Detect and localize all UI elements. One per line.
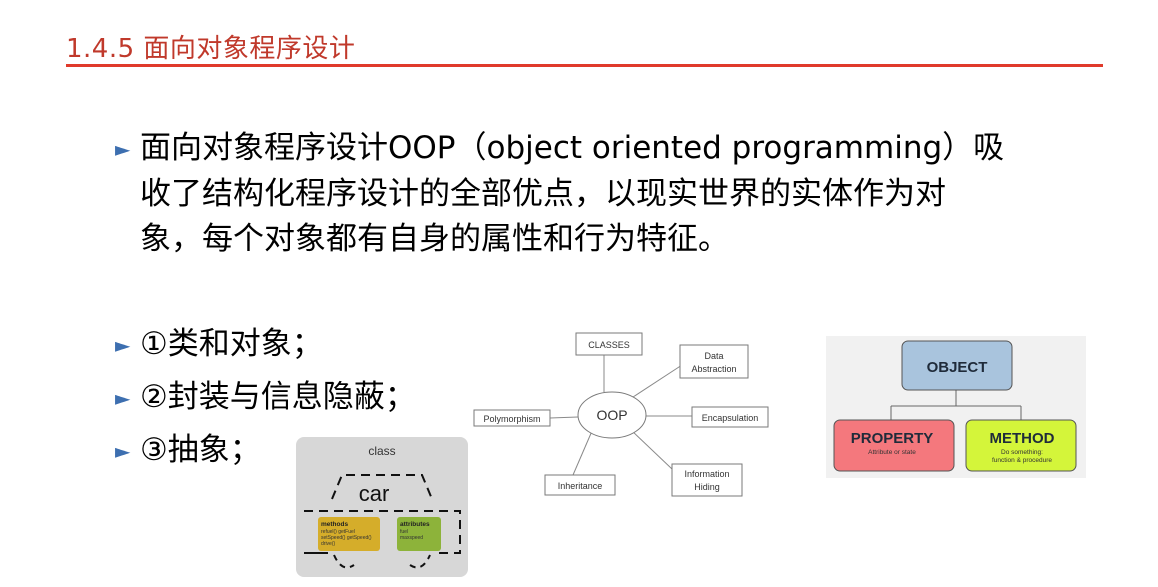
method-node-sub-2: function & procedure [992, 457, 1052, 464]
bullet-triangle-icon: ► [115, 137, 131, 161]
car-wheel-outline [333, 554, 431, 569]
edge-polymorphism [549, 416, 579, 419]
concept-list: ► ①类和对象； ► ②封装与信息隐蔽； ► ③抽象； [115, 318, 416, 477]
node-info-label-2: Hiding [694, 482, 720, 492]
methods-box [318, 517, 380, 551]
methods-line-1: refuel() getFuel [321, 529, 355, 535]
object-node [901, 340, 1013, 391]
intro-paragraph: ► 面向对象程序设计OOP（object oriented programming… [115, 126, 1115, 262]
list-item-label: ③抽象； [140, 432, 261, 468]
property-node-sub: Attribute or state [868, 449, 916, 456]
node-inheritance-label: Inheritance [558, 481, 603, 491]
car-body-outline [304, 510, 461, 554]
car-roof-outline [331, 474, 433, 500]
method-node-label: METHOD [990, 430, 1055, 447]
edge-inheritance [572, 430, 593, 476]
object-diagram: OBJECT PROPERTY Attribute or state METHO… [826, 336, 1086, 478]
object-diagram-figure: OBJECT PROPERTY Attribute or state METHO… [833, 340, 1077, 472]
oop-nodes [473, 332, 769, 497]
attributes-line-1: fuel [400, 529, 408, 535]
car-class-figure: class car methods refuel() getFuel setSp… [304, 444, 461, 569]
node-inheritance-box [544, 474, 616, 496]
property-node [833, 419, 955, 472]
node-data-abstraction-box [679, 344, 749, 379]
node-classes-box [575, 332, 643, 356]
methods-line-3: drive() [321, 541, 336, 547]
oop-concept-map: CLASSES Data Abstraction Polymorphism En… [473, 332, 769, 497]
methods-title: methods [321, 521, 348, 528]
attributes-line-2: maxspeed [400, 535, 423, 541]
list-item: ► ①类和对象； [115, 318, 416, 371]
node-data-label-1: Data [704, 351, 723, 361]
list-item-label: ②封装与信息隐蔽； [140, 379, 416, 415]
node-info-label-1: Information [684, 469, 729, 479]
list-item-label: ①类和对象； [140, 326, 323, 362]
intro-line-1: ► 面向对象程序设计OOP（object oriented programming… [115, 126, 1115, 172]
methods-line-2: setSpeed() getSpeed() [321, 535, 372, 541]
node-polymorphism-box [473, 409, 551, 427]
node-polymorphism-label: Polymorphism [483, 414, 540, 424]
intro-line-2: 收了结构化程序设计的全部优点，以现实世界的实体作为对 [140, 176, 946, 212]
title-divider [66, 64, 1103, 67]
attributes-box [397, 517, 441, 551]
property-node-label: PROPERTY [851, 430, 934, 447]
intro-text-1: 面向对象程序设计OOP（object oriented programming）… [140, 130, 1005, 166]
edge-information-hiding [629, 428, 673, 470]
object-node-label: OBJECT [927, 359, 988, 376]
bullet-triangle-icon: ► [115, 333, 131, 357]
list-item: ► ③抽象； [115, 424, 416, 477]
bullet-triangle-icon: ► [115, 386, 131, 410]
car-name: car [359, 481, 390, 506]
node-oop-ellipse [577, 391, 647, 439]
page-title: 1.4.5 面向对象程序设计 [66, 34, 356, 64]
edge-data-abstraction [629, 364, 683, 400]
node-data-label-2: Abstraction [691, 364, 736, 374]
car-class-caption: class [368, 444, 395, 458]
node-classes-label: CLASSES [588, 340, 630, 350]
method-node [965, 419, 1077, 472]
list-item: ► ②封装与信息隐蔽； [115, 371, 416, 424]
node-information-hiding-box [671, 463, 743, 497]
intro-line-3: 象，每个对象都有自身的属性和行为特征。 [140, 221, 729, 257]
node-oop-label: OOP [596, 407, 627, 423]
method-node-sub-1: Do something: [1001, 449, 1043, 456]
node-encapsulation-box [691, 406, 769, 428]
attributes-title: attributes [400, 521, 430, 528]
bullet-triangle-icon: ► [115, 439, 131, 463]
node-encapsulation-label: Encapsulation [702, 413, 759, 423]
car-class-diagram: class car methods refuel() getFuel setSp… [296, 437, 468, 577]
